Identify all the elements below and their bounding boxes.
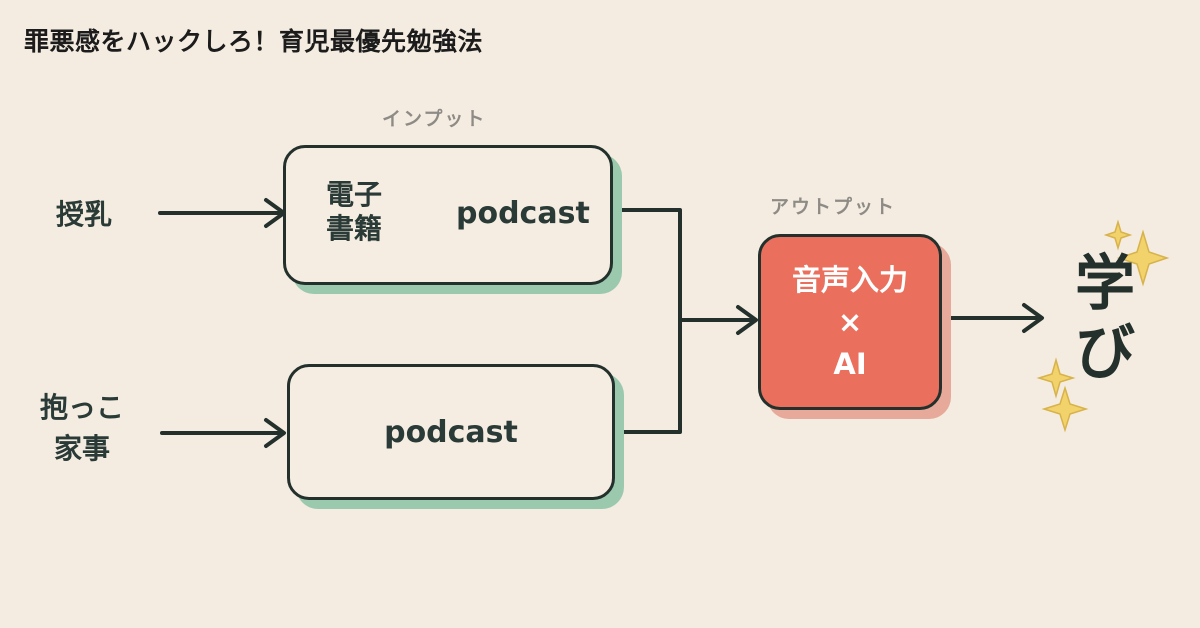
output-box-voice-ai: 音声入力 × AI — [758, 234, 942, 410]
arrow-icon — [1022, 303, 1044, 333]
arrow-icon — [736, 305, 758, 335]
podcast-label-bottom: podcast — [384, 414, 518, 450]
sparkle-icon — [1103, 219, 1133, 251]
ebook-label: 電子 書籍 — [326, 178, 382, 245]
sparkle-icon — [1116, 229, 1170, 287]
ai-label: AI — [833, 347, 867, 382]
source-housework: 家事 — [54, 431, 111, 465]
ebook-line-1: 電子 — [326, 178, 383, 211]
output-label: アウトプット — [770, 196, 897, 218]
input-box-ebook-podcast: 電子 書籍 podcast — [283, 145, 613, 285]
input-label: インプット — [382, 108, 487, 130]
source-holding: 抱っこ — [40, 391, 125, 424]
source-feeding: 授乳 — [56, 198, 113, 231]
voice-input-label: 音声入力 — [791, 262, 908, 297]
merge-connector — [614, 208, 682, 434]
page-title: 罪悪感をハックしろ！育児最優先勉強法 — [24, 27, 484, 56]
podcast-label-top: podcast — [456, 196, 590, 231]
ebook-line-2: 書籍 — [326, 211, 383, 245]
sparkle-icon — [1036, 357, 1076, 399]
arrow-icon — [264, 418, 286, 448]
result-learning: 学 び — [1060, 250, 1150, 388]
result-char-1: 学 — [1075, 249, 1135, 319]
result-char-2: び — [1075, 318, 1135, 388]
input-box-podcast: podcast — [287, 364, 615, 500]
times-symbol: × — [837, 304, 863, 339]
source-holding-housework: 抱っこ 家事 — [40, 388, 124, 469]
sparkle-icon — [1041, 385, 1089, 433]
